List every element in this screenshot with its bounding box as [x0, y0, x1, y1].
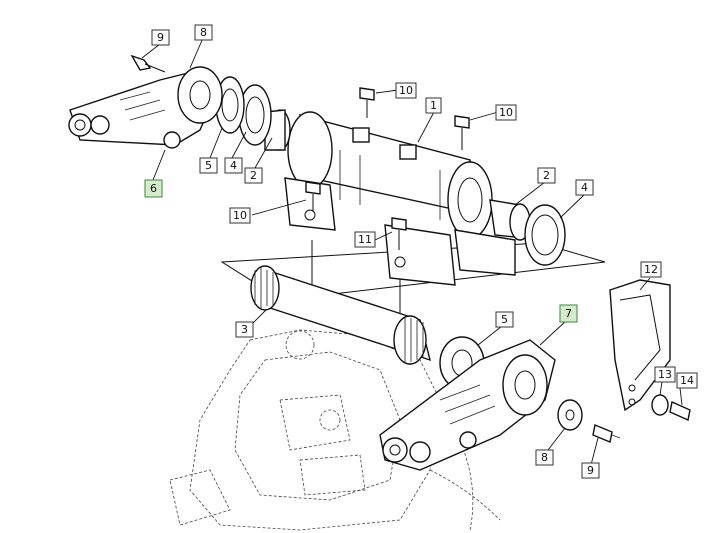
svg-text:4: 4	[230, 159, 237, 172]
callout-9-top: 9	[151, 29, 170, 46]
svg-text:2: 2	[543, 169, 550, 182]
svg-text:9: 9	[587, 464, 594, 477]
svg-text:5: 5	[501, 313, 508, 326]
svg-text:8: 8	[541, 451, 548, 464]
callout-10-left: 10	[229, 207, 251, 224]
upper-lift-arm	[68, 66, 223, 149]
lower-washer-bolt	[557, 399, 621, 443]
callout-5-lower: 5	[495, 311, 514, 328]
callout-7: 7	[559, 304, 578, 323]
svg-text:5: 5	[205, 159, 212, 172]
callout-4-top: 4	[224, 157, 243, 174]
callout-10-right: 10	[495, 104, 517, 121]
callout-9-lower: 9	[581, 462, 600, 479]
svg-text:10: 10	[233, 209, 247, 222]
svg-text:7: 7	[565, 307, 572, 320]
svg-text:8: 8	[200, 26, 207, 39]
callout-5-top: 5	[199, 157, 218, 174]
callout-8-lower: 8	[535, 449, 554, 466]
svg-text:1: 1	[430, 99, 437, 112]
svg-text:10: 10	[499, 106, 513, 119]
svg-text:4: 4	[581, 181, 588, 194]
callout-2-top: 2	[244, 167, 263, 184]
rockshaft-housing	[284, 111, 516, 286]
splined-shaft	[250, 265, 431, 365]
callout-12: 12	[640, 261, 662, 278]
left-bushing-seal-set	[215, 76, 291, 151]
right-bushing-seal-set	[489, 199, 566, 266]
svg-text:2: 2	[250, 169, 257, 182]
callout-3: 3	[235, 321, 254, 338]
svg-text:9: 9	[157, 31, 164, 44]
callout-2-right: 2	[537, 167, 556, 184]
callout-11: 11	[354, 231, 376, 248]
svg-text:12: 12	[644, 263, 658, 276]
callout-14: 14	[676, 372, 698, 389]
callout-8-top: 8	[194, 24, 213, 41]
svg-text:10: 10	[399, 84, 413, 97]
svg-text:14: 14	[680, 374, 694, 387]
cover-plate-assembly	[609, 279, 691, 421]
svg-text:6: 6	[150, 182, 157, 195]
callout-4-right: 4	[575, 179, 594, 196]
lower-lift-arm	[379, 339, 556, 471]
top-bolts	[130, 54, 470, 250]
svg-text:13: 13	[658, 368, 672, 381]
svg-text:11: 11	[358, 233, 372, 246]
callout-13: 13	[654, 366, 676, 383]
callout-10-top: 10	[395, 82, 417, 99]
svg-text:3: 3	[241, 323, 248, 336]
callout-6: 6	[144, 179, 163, 198]
callout-1: 1	[425, 97, 442, 114]
